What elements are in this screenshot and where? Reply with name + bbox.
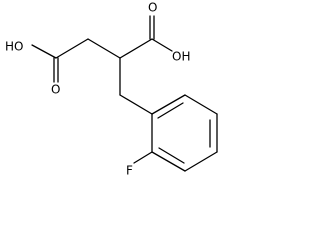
atom-label-o-right: O <box>148 1 157 15</box>
atom-label-ho-left: HO <box>5 40 23 54</box>
bond-ch2-ch <box>87 38 121 59</box>
ring-bond-5 <box>151 151 186 172</box>
bond-cbenzyl-ring <box>119 94 153 115</box>
ring-inner-double-1 <box>157 102 184 119</box>
bond-c1-ch2 <box>55 38 89 59</box>
atom-label-oh-right: OH <box>172 50 190 64</box>
ring-bond-1 <box>151 94 186 115</box>
bond-ch-c2 <box>119 38 153 59</box>
left-carboxyl-group <box>31 38 89 83</box>
benzene-ring <box>151 94 218 172</box>
backbone <box>87 38 153 115</box>
atom-label-o-left: O <box>51 83 60 97</box>
ring-bond-2 <box>184 94 218 115</box>
bond-ring-fluorine <box>133 151 153 164</box>
ring-bond-4 <box>184 151 218 172</box>
right-carboxyl-group <box>119 15 173 59</box>
bond-c2-oh <box>151 38 173 52</box>
molecule-structure: HO O O OH F <box>5 1 218 178</box>
atom-label-fluorine: F <box>126 164 133 178</box>
bond-ho-c1 <box>31 44 57 59</box>
ring-inner-double-3 <box>158 147 185 164</box>
